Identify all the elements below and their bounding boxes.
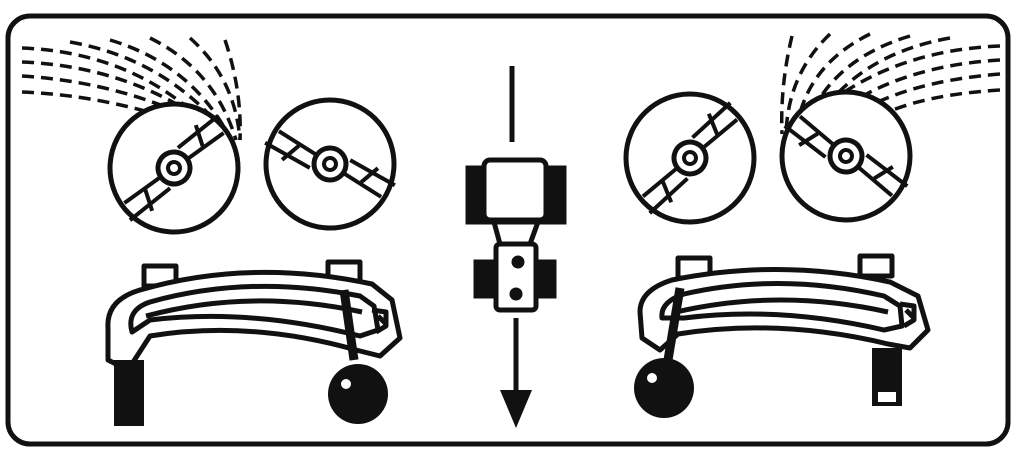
right-ball-weight-icon [634,358,694,418]
right-deflector-assembly [637,253,931,353]
travel-direction-arrow-icon [500,390,532,428]
right-weight-rod [663,287,685,361]
left-disc-inner [240,74,420,254]
tractor-top-view-icon [465,66,567,396]
left-ball-weight-icon [328,364,388,424]
right-disc-inner [607,75,774,242]
left-weight-rod [339,289,359,361]
left-disc-outer [93,87,254,248]
left-support-leg [114,360,144,426]
diagram-frame [5,13,1011,447]
left-deflector-assembly [105,259,403,373]
